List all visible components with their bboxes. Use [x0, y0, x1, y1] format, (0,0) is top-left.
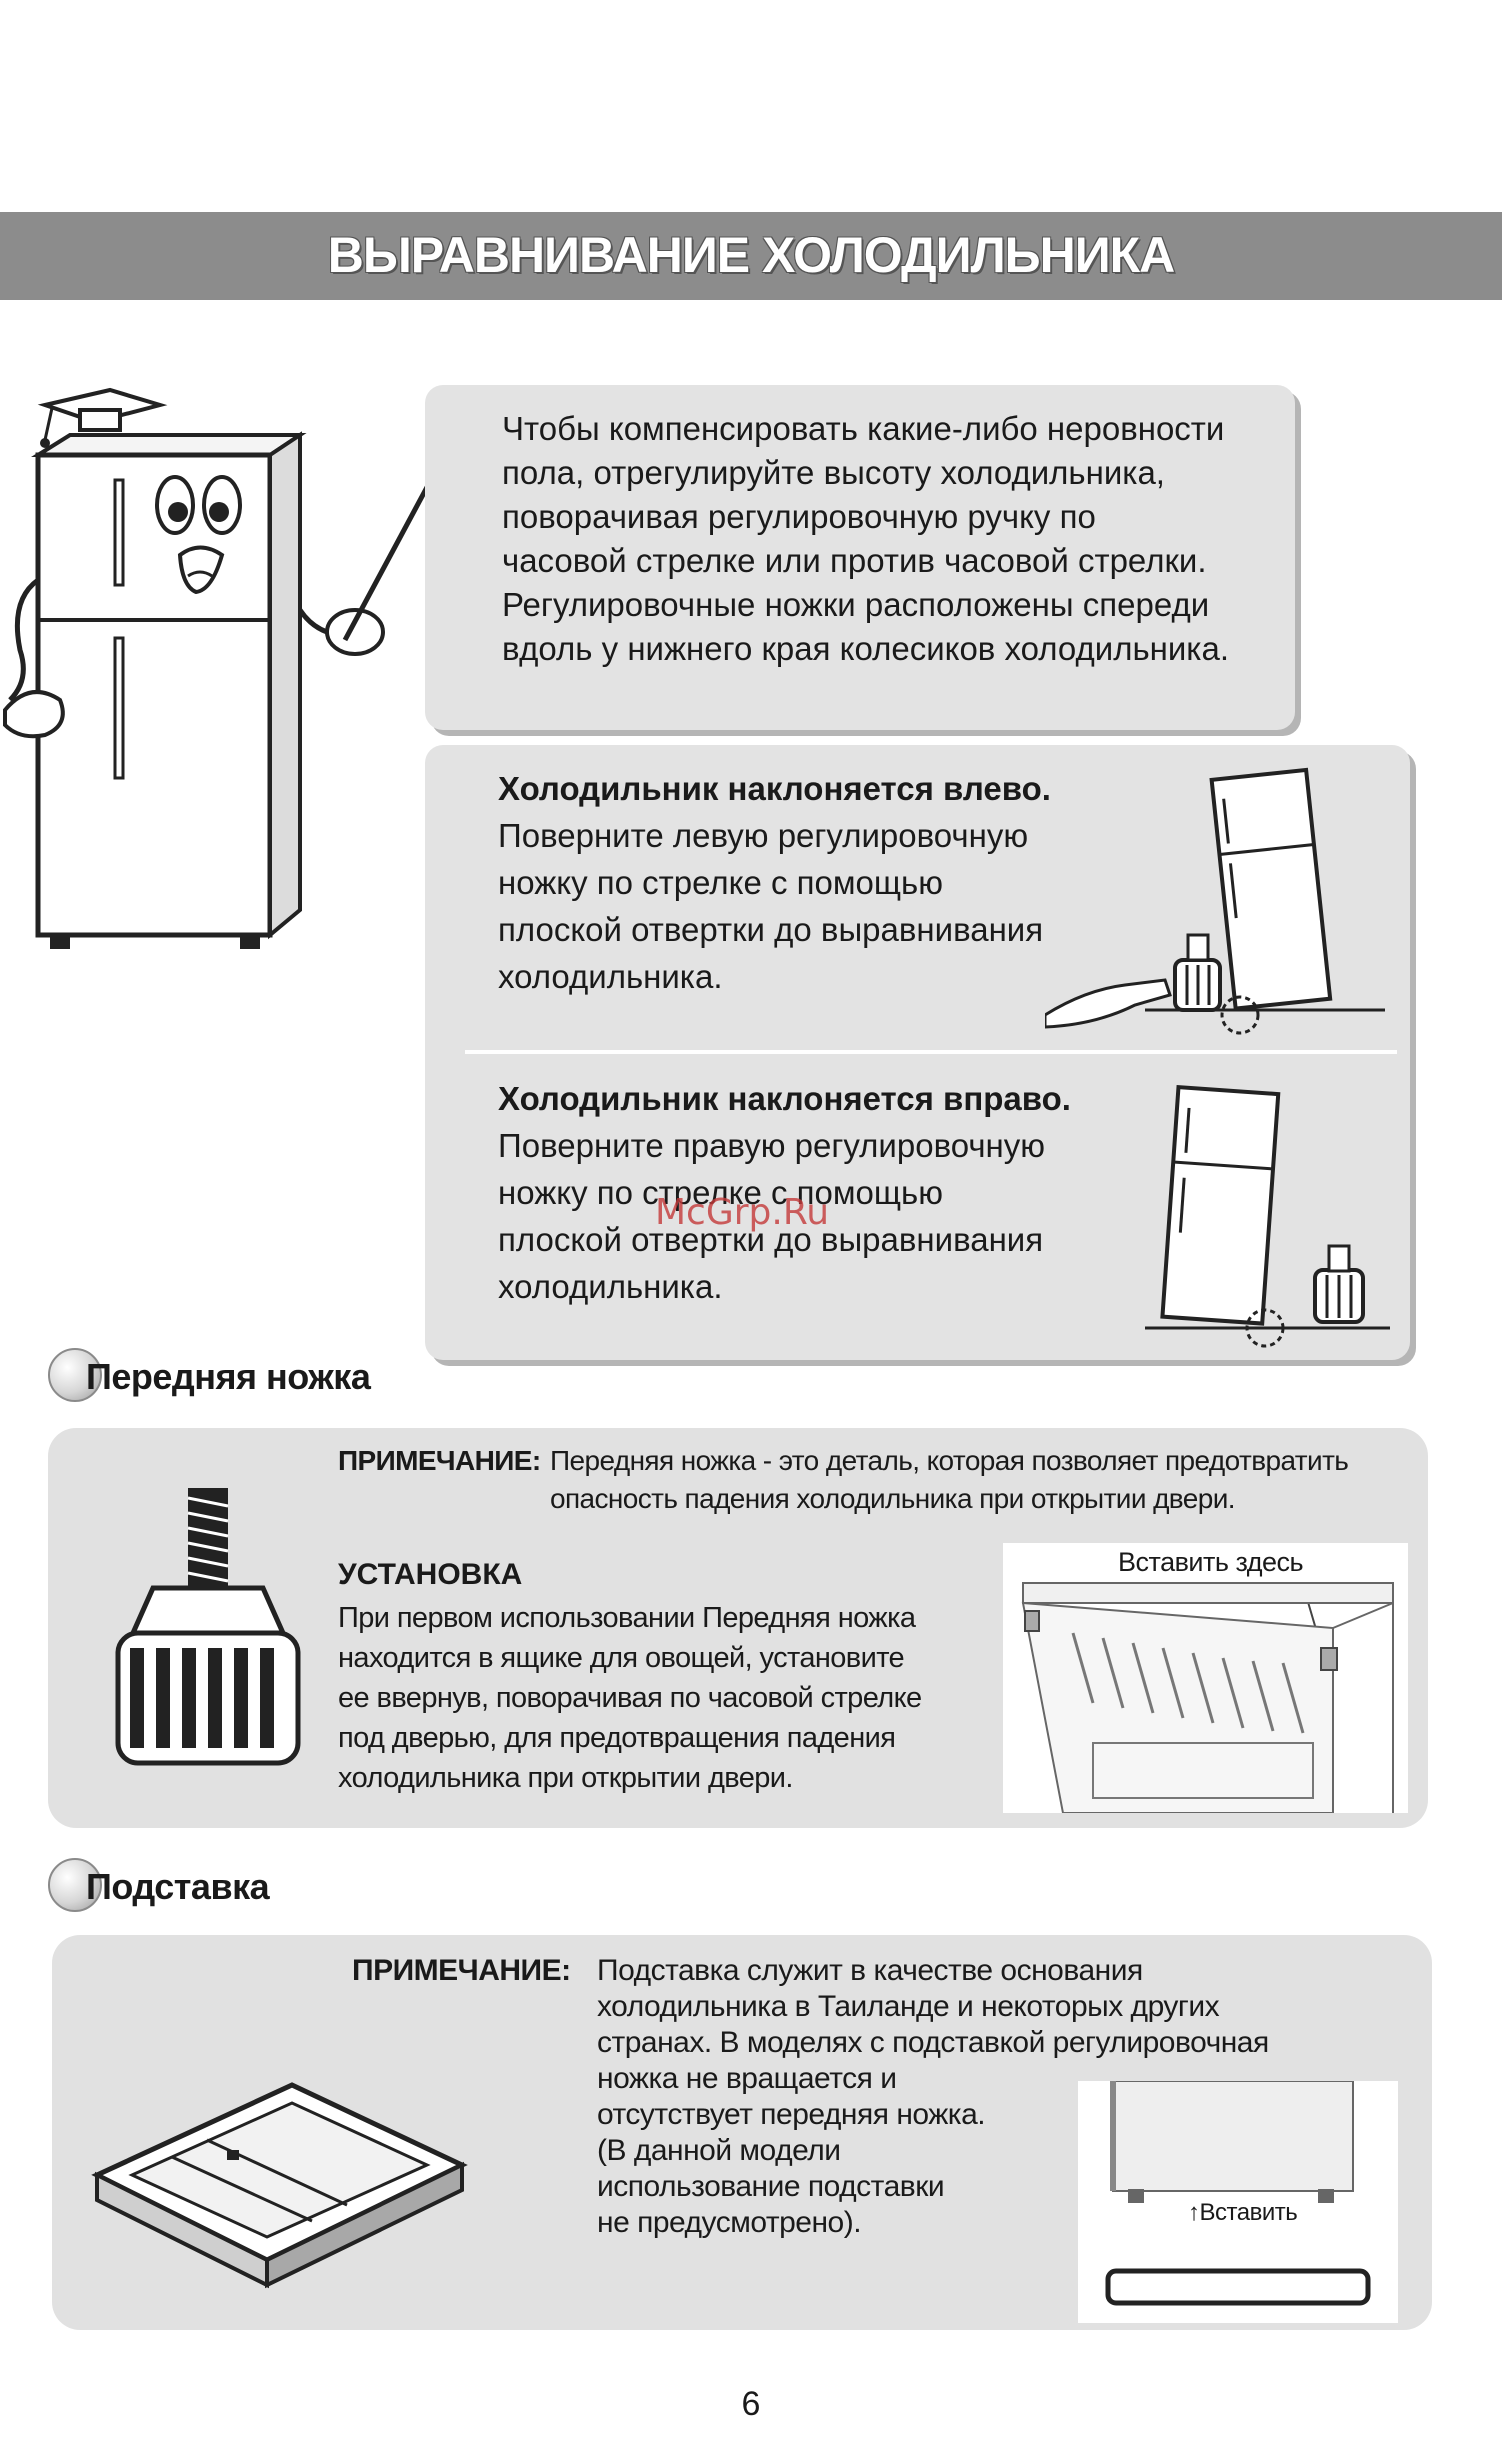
- stand-placement-figure: ↑Вставить: [1078, 2081, 1398, 2323]
- stand-heading: Подставка: [86, 1866, 270, 1907]
- note-line: Передняя ножка - это деталь, которая поз…: [550, 1445, 1349, 1476]
- note-label: ПРИМЕЧАНИЕ:: [338, 1445, 541, 1476]
- stand-fridge-drawing: [1105, 2081, 1371, 2306]
- stand-panel: ПРИМЕЧАНИЕ: Подставка служит в качестве …: [52, 1935, 1432, 2330]
- intro-panel: Чтобы компенсировать какие-либо неровнос…: [425, 385, 1295, 730]
- section-bullet-icon: [48, 1348, 102, 1402]
- intro-text: Чтобы компенсировать какие-либо неровнос…: [502, 407, 1282, 671]
- tilt-right-heading: Холодильник наклоняется вправо.: [498, 1080, 1071, 1117]
- intro-line: поворачивая регулировочную ручку по: [502, 498, 1096, 535]
- mascot-fridge-illustration: [3, 387, 458, 949]
- front-leg-note-body: Передняя ножка - это деталь, которая поз…: [550, 1442, 1400, 1518]
- note-line: отсутствует передняя ножка.: [597, 2098, 986, 2131]
- install-text: При первом использовании Передняя ножка …: [338, 1598, 978, 1798]
- tilt-left-line: плоской отвертки до выравнивания: [498, 911, 1044, 948]
- intro-line: вдоль у нижнего края колесиков холодильн…: [502, 630, 1229, 667]
- note-line: странах. В моделях с подставкой регулиро…: [597, 2026, 1269, 2059]
- note-label: ПРИМЕЧАНИЕ:: [352, 1954, 571, 1987]
- install-line: ее ввернув, поворачивая по часовой стрел…: [338, 1682, 922, 1714]
- tilt-left-illustration: [1045, 767, 1385, 1035]
- page-number: 6: [741, 2385, 761, 2423]
- note-line: (В данной модели: [597, 2134, 841, 2167]
- note-line: не предусмотрено).: [597, 2206, 862, 2239]
- install-heading: УСТАНОВКА: [338, 1558, 523, 1591]
- tilt-left-line: Поверните левую регулировочную: [498, 817, 1029, 854]
- note-line: ножка не вращается и: [597, 2062, 897, 2095]
- arrow-up-icon: ↑: [1188, 2199, 1200, 2226]
- front-leg-placement-figure: Вставить здесь: [1003, 1543, 1408, 1813]
- intro-line: Чтобы компенсировать какие-либо неровнос…: [502, 410, 1225, 447]
- install-line: холодильника при открытии двери.: [338, 1762, 793, 1794]
- tilt-left-line: ножку по стрелке с помощью: [498, 864, 943, 901]
- note-line: Подставка служит в качестве основания: [597, 1954, 1143, 1987]
- intro-line: Регулировочные ножки расположены спереди: [502, 586, 1210, 623]
- tilt-left-heading: Холодильник наклоняется влево.: [498, 770, 1051, 807]
- stand-note-body: Подставка служит в качестве основания хо…: [597, 1953, 1397, 2241]
- stand-figure-label: ↑Вставить: [1188, 2199, 1298, 2227]
- title-bar: ВЫРАВНИВАНИЕ ХОЛОДИЛЬНИКА: [0, 212, 1502, 300]
- tilt-right-line: ножку по стрелке с помощью: [498, 1174, 943, 1211]
- note-line: холодильника в Таиланде и некоторых друг…: [597, 1990, 1220, 2023]
- stand-note: ПРИМЕЧАНИЕ: Подставка служит в качестве …: [352, 1953, 1412, 2239]
- tilt-instructions-panel: Холодильник наклоняется влево. Поверните…: [425, 745, 1410, 1360]
- tilt-right-line: холодильника.: [498, 1268, 723, 1305]
- section-bullet-icon: [48, 1858, 102, 1912]
- front-leg-screw-illustration: [115, 1488, 301, 1766]
- watermark: McGrp.Ru: [655, 1192, 830, 1233]
- page-title: ВЫРАВНИВАНИЕ ХОЛОДИЛЬНИКА: [327, 227, 1176, 283]
- tilt-right-illustration: [1145, 1085, 1390, 1348]
- stand-illustration: [91, 2082, 468, 2289]
- front-leg-heading: Передняя ножка: [86, 1356, 371, 1397]
- install-line: под дверью, для предотвращения падения: [338, 1722, 896, 1754]
- tilt-divider: [465, 1050, 1397, 1054]
- note-line: использование подставки: [597, 2170, 945, 2203]
- tilt-right-line: Поверните правую регулировочную: [498, 1127, 1046, 1164]
- install-line: находится в ящике для овощей, установите: [338, 1642, 905, 1674]
- tilt-right-block: Холодильник наклоняется вправо. Повернит…: [498, 1075, 1138, 1310]
- front-leg-note: ПРИМЕЧАНИЕ: Передняя ножка - это деталь,…: [338, 1442, 1398, 1514]
- tilt-right-line: плоской отвертки до выравнивания: [498, 1221, 1044, 1258]
- intro-line: часовой стрелке или против часовой стрел…: [502, 542, 1207, 579]
- tilt-left-block: Холодильник наклоняется влево. Поверните…: [498, 765, 1138, 1000]
- front-leg-panel: ПРИМЕЧАНИЕ: Передняя ножка - это деталь,…: [48, 1428, 1428, 1828]
- figure-label: Вставить здесь: [1118, 1547, 1304, 1577]
- stand-figure-label-text: Вставить: [1199, 2199, 1298, 2226]
- fridge-bottom-drawing: [1021, 1582, 1394, 1813]
- note-line: опасность падения холодильника при откры…: [550, 1483, 1236, 1514]
- tilt-left-line: холодильника.: [498, 958, 723, 995]
- install-line: При первом использовании Передняя ножка: [338, 1602, 916, 1634]
- intro-line: пола, отрегулируйте высоту холодильника,: [502, 454, 1165, 491]
